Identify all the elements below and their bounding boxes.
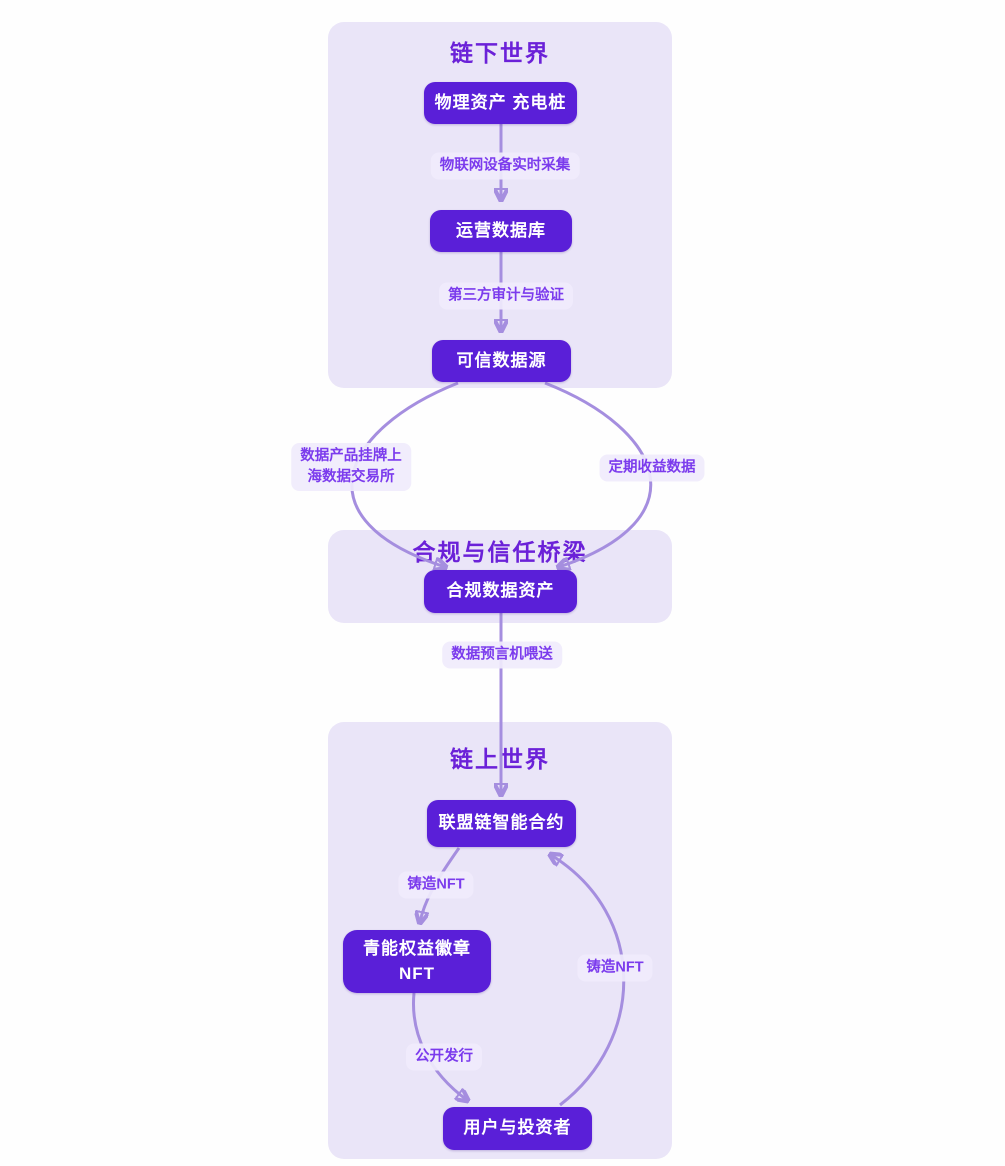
edge-label-mint-nft-left: 铸造NFT (398, 871, 474, 899)
node-nft-badge: 青能权益徽章 NFT (343, 930, 491, 993)
edge-label-iot-collection: 物联网设备实时采集 (430, 152, 580, 180)
edge-label-public-issuance: 公开发行 (406, 1043, 482, 1071)
edge-label-oracle-feed: 数据预言机喂送 (442, 641, 562, 669)
node-physical-asset: 物理资产 充电桩 (424, 82, 577, 124)
edge-label-third-party-audit: 第三方审计与验证 (439, 282, 573, 310)
node-users-investors: 用户与投资者 (443, 1107, 592, 1150)
node-ops-database: 运营数据库 (430, 210, 572, 252)
node-smart-contract: 联盟链智能合约 (427, 800, 576, 847)
node-trusted-source: 可信数据源 (432, 340, 571, 382)
edge-label-mint-nft-right: 铸造NFT (577, 954, 653, 982)
node-compliant-asset: 合规数据资产 (424, 570, 577, 613)
section-title-offchain: 链下世界 (450, 40, 550, 66)
edge-label-periodic-revenue: 定期收益数据 (599, 454, 705, 482)
edge-label-data-exchange-listing: 数据产品挂牌上 海数据交易所 (291, 442, 411, 492)
section-title-onchain: 链上世界 (450, 746, 550, 772)
